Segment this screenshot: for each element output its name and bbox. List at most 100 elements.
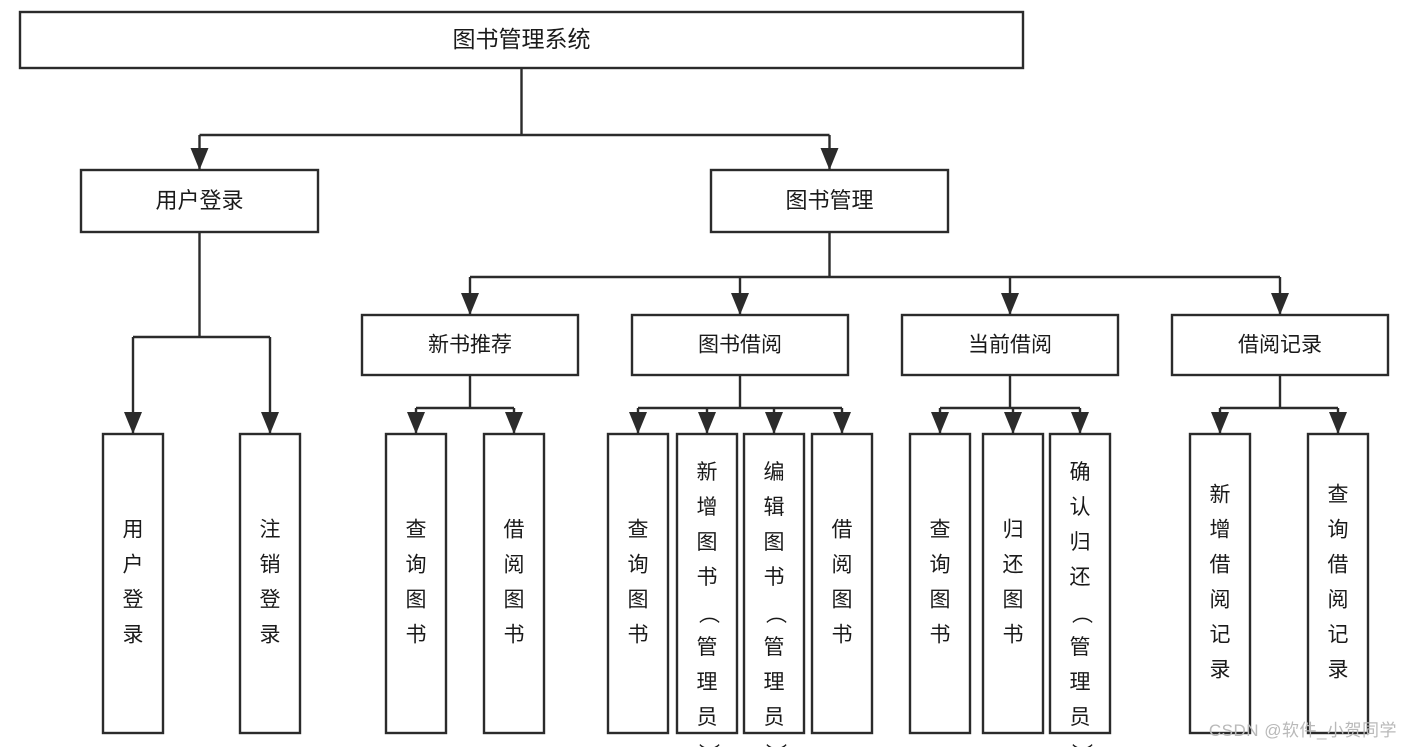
leaf-label-char: 书 bbox=[697, 566, 718, 589]
leaf-label-char: 用 bbox=[123, 519, 144, 542]
arrow-head-icon bbox=[820, 148, 839, 170]
leaf-label-char: 增 bbox=[1210, 519, 1231, 542]
leaf-label-char: 认 bbox=[1070, 496, 1091, 519]
leaf-label-char: 书 bbox=[406, 624, 427, 647]
leaf-label-char: 销 bbox=[260, 554, 281, 577]
nodes-layer: 图书管理系统用户登录图书管理新书推荐图书借阅当前借阅借阅记录用户登录注销登录查询… bbox=[18, 10, 1390, 747]
leaf-label-char: 录 bbox=[123, 624, 144, 647]
root-node-book-management-system[interactable]: 图书管理系统 bbox=[18, 10, 1025, 70]
leaf-label-char: 书 bbox=[832, 624, 853, 647]
level3-node[interactable]: 当前借阅 bbox=[900, 313, 1120, 377]
leaf-label-char: （ bbox=[1069, 603, 1092, 624]
leaf-label-char: 借 bbox=[1328, 554, 1349, 577]
leaf-label-char: 借 bbox=[1210, 554, 1231, 577]
leaf-label-char: 注 bbox=[260, 519, 281, 542]
leaf-label-char: 书 bbox=[504, 624, 525, 647]
leaf-label-char: 图 bbox=[832, 589, 853, 612]
leaf-label-char: 登 bbox=[123, 589, 144, 612]
arrow-head-icon bbox=[1071, 412, 1089, 434]
arrow-head-icon bbox=[1329, 412, 1347, 434]
level3-node[interactable]: 新书推荐 bbox=[360, 313, 580, 377]
leaf-label-char: 管 bbox=[697, 636, 718, 659]
leaf-label-char: ） bbox=[763, 743, 786, 747]
level2-node[interactable]: 图书管理 bbox=[709, 168, 950, 234]
leaf-label-char: 还 bbox=[1070, 566, 1091, 589]
leaf-label-char: 图 bbox=[764, 531, 785, 554]
leaf-label-char: 记 bbox=[1328, 624, 1349, 647]
leaf-label-char: 录 bbox=[1210, 659, 1231, 682]
arrow-head-icon bbox=[461, 293, 479, 315]
leaf-label-char: 还 bbox=[1003, 554, 1024, 577]
arrow-head-icon bbox=[407, 412, 425, 434]
leaf-label-char: 理 bbox=[764, 671, 785, 694]
leaf-label-char: 图 bbox=[930, 589, 951, 612]
leaf-label-char: 书 bbox=[1003, 624, 1024, 647]
leaf-label-char: 增 bbox=[697, 496, 718, 519]
arrow-head-icon bbox=[190, 148, 209, 170]
leaf-label-char: 图 bbox=[406, 589, 427, 612]
leaf-label-char: 询 bbox=[930, 554, 951, 577]
arrow-head-icon bbox=[833, 412, 851, 434]
leaf-label-char: 理 bbox=[1070, 671, 1091, 694]
level3-node[interactable]: 借阅记录 bbox=[1170, 313, 1390, 377]
leaf-label-char: 归 bbox=[1070, 531, 1091, 554]
leaf-label-char: 查 bbox=[406, 519, 427, 542]
leaf-label-char: 借 bbox=[832, 519, 853, 542]
leaf-label-char: 图 bbox=[504, 589, 525, 612]
node-label: 借阅记录 bbox=[1238, 334, 1322, 357]
leaf-label-char: 阅 bbox=[504, 554, 525, 577]
leaf-label-char: 书 bbox=[764, 566, 785, 589]
arrow-head-icon bbox=[629, 412, 647, 434]
arrow-head-icon bbox=[1211, 412, 1229, 434]
csdn-watermark: CSDN @软件_小贺同学 bbox=[1208, 721, 1397, 740]
leaf-label-char: 图 bbox=[628, 589, 649, 612]
leaf-label-char: 理 bbox=[697, 671, 718, 694]
leaf-label-char: 户 bbox=[123, 554, 144, 577]
arrow-head-icon bbox=[731, 293, 749, 315]
leaf-label-char: 管 bbox=[1070, 636, 1091, 659]
leaf-label-char: 辑 bbox=[764, 496, 785, 519]
leaf-node[interactable]: 用户登录 bbox=[101, 432, 165, 735]
leaf-label-char: 员 bbox=[764, 706, 785, 729]
leaf-label-char: 询 bbox=[1328, 519, 1349, 542]
level2-node[interactable]: 用户登录 bbox=[79, 168, 320, 234]
leaf-label-char: 员 bbox=[1070, 706, 1091, 729]
leaf-label-char: 书 bbox=[930, 624, 951, 647]
leaf-label-char: （ bbox=[696, 603, 719, 624]
leaf-label-char: 记 bbox=[1210, 624, 1231, 647]
node-label: 图书管理系统 bbox=[453, 26, 591, 52]
node-label: 当前借阅 bbox=[968, 334, 1052, 357]
arrow-head-icon bbox=[1004, 412, 1022, 434]
leaf-label-char: 阅 bbox=[832, 554, 853, 577]
level3-node[interactable]: 图书借阅 bbox=[630, 313, 850, 377]
leaf-label-char: （ bbox=[763, 603, 786, 624]
leaf-label-char: 图 bbox=[1003, 589, 1024, 612]
leaf-label-char: 归 bbox=[1003, 519, 1024, 542]
leaf-label-char: 编 bbox=[764, 461, 785, 484]
leaf-label-char: 登 bbox=[260, 589, 281, 612]
leaf-label-char: 确 bbox=[1070, 461, 1091, 484]
node-label: 用户登录 bbox=[155, 188, 243, 213]
leaf-label-char: 新 bbox=[697, 461, 718, 484]
arrow-head-icon bbox=[765, 412, 783, 434]
leaf-label-char: ） bbox=[1069, 743, 1092, 747]
leaf-label-char: 查 bbox=[930, 519, 951, 542]
arrow-head-icon bbox=[1001, 293, 1019, 315]
connectors-layer bbox=[124, 68, 1347, 434]
leaf-label-char: 阅 bbox=[1328, 589, 1349, 612]
leaf-label-char: 管 bbox=[764, 636, 785, 659]
